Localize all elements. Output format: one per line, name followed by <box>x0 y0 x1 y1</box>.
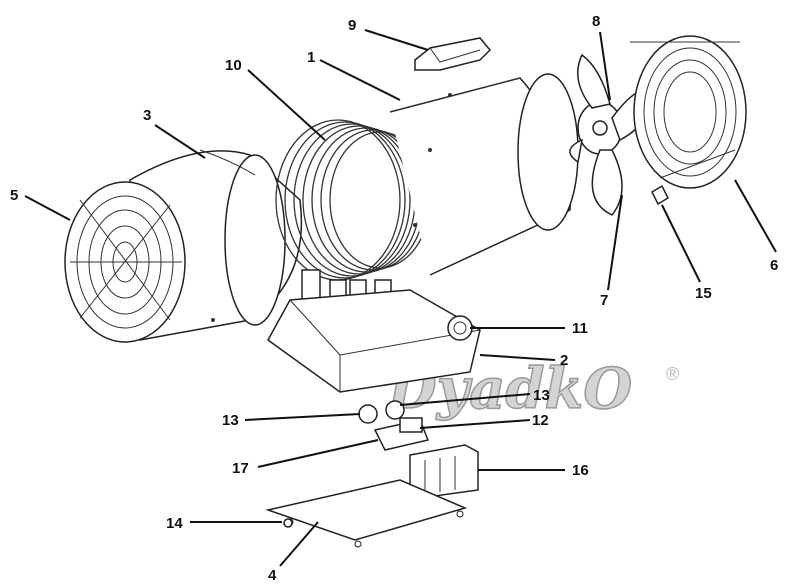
leader-lines <box>24 29 777 567</box>
callout-6: 6 <box>770 257 778 274</box>
callout-15: 15 <box>695 285 712 302</box>
part-switches <box>358 400 430 451</box>
callout-11: 11 <box>572 320 588 337</box>
callout-10: 10 <box>225 57 242 74</box>
callout-2: 2 <box>560 352 568 369</box>
callout-12: 12 <box>532 412 549 429</box>
callout-4: 4 <box>268 567 277 584</box>
callout-labels: 1 2 3 4 5 6 7 8 9 10 11 12 13 13 14 15 1… <box>10 13 778 584</box>
part-rear-grille <box>64 181 186 343</box>
callout-16: 16 <box>572 462 589 479</box>
callout-17: 17 <box>232 460 249 477</box>
part-handle <box>414 37 492 71</box>
callout-13-right: 13 <box>533 387 550 404</box>
part-screw <box>283 518 293 528</box>
part-thermostat-knob <box>447 315 473 341</box>
callout-5: 5 <box>10 187 18 204</box>
part-front-grille <box>630 35 747 189</box>
callout-9: 9 <box>348 17 356 34</box>
callout-1: 1 <box>307 49 315 66</box>
part-main-body <box>389 73 579 276</box>
callout-3: 3 <box>143 107 151 124</box>
callout-14: 14 <box>166 515 183 532</box>
watermark-registered-mark: ® <box>666 364 679 384</box>
part-bracket <box>651 184 669 206</box>
callout-7: 7 <box>600 292 608 309</box>
callout-8: 8 <box>592 13 600 30</box>
callout-13-left: 13 <box>222 412 239 429</box>
part-control-box <box>267 289 481 393</box>
